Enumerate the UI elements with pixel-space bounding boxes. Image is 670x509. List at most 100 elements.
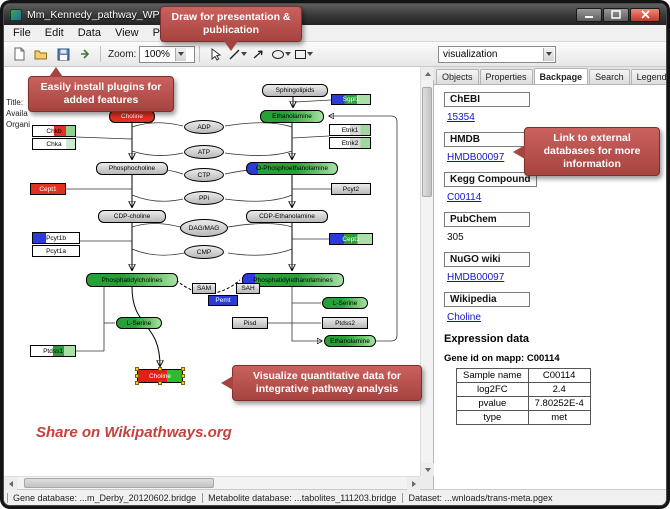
callout-plugins: Easily install plugins for added feature… xyxy=(28,66,174,113)
pathway-node-sphingolipids[interactable]: Sphingolipids xyxy=(262,84,328,97)
table-cell: C00114 xyxy=(527,368,591,383)
export-button[interactable] xyxy=(74,44,96,64)
visualization-select[interactable]: visualization xyxy=(438,45,556,63)
horizontal-scroll-thumb[interactable] xyxy=(24,478,214,488)
sidebar-tabs: Objects Properties Backpage Search Legen… xyxy=(434,67,666,85)
pathway-node-phosphatidylethanolamines[interactable]: Phosphatidylethanolamines xyxy=(242,273,344,287)
pathway-node-l-serine-right[interactable]: L-Serine xyxy=(322,297,368,309)
menu-data[interactable]: Data xyxy=(77,27,101,39)
tab-properties[interactable]: Properties xyxy=(479,69,533,84)
pathway-node-phosphatidylcholines[interactable]: Phosphatidylcholines xyxy=(86,273,178,287)
scroll-left-button[interactable] xyxy=(4,477,17,490)
backpage-section-chebi: ChEBI xyxy=(444,92,530,107)
pathway-node-adp[interactable]: ADP xyxy=(184,120,224,134)
selection-handle[interactable] xyxy=(158,367,162,371)
menu-edit[interactable]: Edit xyxy=(44,27,64,39)
visualization-dropdown[interactable] xyxy=(543,47,554,61)
pathway-node-chkb[interactable]: Chkb xyxy=(32,125,76,137)
tab-search[interactable]: Search xyxy=(589,69,630,84)
hmdb-link[interactable]: HMDB00097 xyxy=(447,152,505,163)
nugo-link[interactable]: HMDB00097 xyxy=(447,272,505,283)
pathway-node-pcyt2[interactable]: Pcyt2 xyxy=(331,183,371,195)
menu-file[interactable]: File xyxy=(13,27,31,39)
selected-node-label: Choline xyxy=(148,372,172,380)
pathway-canvas[interactable]: Title: Availa Organi xyxy=(4,67,420,476)
selection-handle[interactable] xyxy=(158,381,162,385)
selection-handle[interactable] xyxy=(181,374,185,378)
selection-handle[interactable] xyxy=(135,381,139,385)
table-cell: log2FC xyxy=(456,382,529,397)
pathway-node-cept1-right[interactable]: Cept1 xyxy=(329,233,373,245)
tab-backpage[interactable]: Backpage xyxy=(533,68,589,84)
maximize-button[interactable] xyxy=(603,7,629,22)
pathway-node-sgpl1[interactable]: Sgpl1 xyxy=(331,94,371,105)
scroll-down-button[interactable] xyxy=(421,463,434,476)
pathway-node-pcyt1b[interactable]: Pcyt1b xyxy=(32,232,80,244)
horizontal-scrollbar[interactable] xyxy=(4,476,420,490)
pathway-attributes-panel: Title: Availa Organi xyxy=(6,97,36,130)
pathway-node-cept1-left[interactable]: Cept1 xyxy=(30,183,66,195)
pathway-node-o-phosphoethanolamine[interactable]: O-Phosphoethanolamine xyxy=(246,162,338,175)
tab-legend[interactable]: Legend xyxy=(630,69,666,84)
pathway-node-cmp[interactable]: CMP xyxy=(184,245,224,259)
canvas-container: Title: Availa Organi xyxy=(4,67,434,490)
selection-handle[interactable] xyxy=(181,381,185,385)
scroll-up-button[interactable] xyxy=(421,67,434,80)
scrollbar-corner xyxy=(420,476,433,489)
selection-handle[interactable] xyxy=(181,367,185,371)
zoom-dropdown[interactable] xyxy=(174,47,186,61)
pathway-node-ptdss2[interactable]: Ptdss2 xyxy=(322,317,368,329)
pathway-node-cdp-choline[interactable]: CDP-choline xyxy=(98,210,166,223)
vertical-scrollbar[interactable] xyxy=(420,67,434,476)
minimize-button[interactable] xyxy=(576,7,602,22)
menu-view[interactable]: View xyxy=(114,27,139,39)
pathway-node-etnk1[interactable]: Etnk1 xyxy=(329,124,371,136)
pathway-node-pisd[interactable]: Pisd xyxy=(232,317,268,329)
maximize-icon xyxy=(611,10,621,19)
attr-title: Title: xyxy=(6,98,24,107)
callout-visualize: Visualize quantitative data for integrat… xyxy=(221,365,422,402)
save-button[interactable] xyxy=(52,44,74,64)
pathway-node-pemt[interactable]: Pemt xyxy=(208,295,238,306)
pathway-node-sam[interactable]: SAM xyxy=(192,283,216,294)
pathway-node-choline-selected[interactable]: Choline xyxy=(135,367,185,385)
pathway-node-sah[interactable]: SAH xyxy=(236,283,260,294)
pathway-node-pcyt1a[interactable]: Pcyt1a xyxy=(32,245,80,257)
pathway-node-l-serine-left[interactable]: L-Serine xyxy=(116,317,162,329)
vertical-scroll-thumb[interactable] xyxy=(422,87,432,197)
visualization-value: visualization xyxy=(443,48,498,60)
new-file-button[interactable] xyxy=(8,44,30,64)
pathway-node-etnk2[interactable]: Etnk2 xyxy=(329,137,371,149)
title-bar[interactable]: Mm_Kennedy_pathway_WP1771_45176.gpml xyxy=(4,4,666,25)
selection-handle[interactable] xyxy=(135,374,139,378)
close-button[interactable] xyxy=(630,7,660,22)
tab-objects[interactable]: Objects xyxy=(436,69,479,84)
pathway-node-chka[interactable]: Chka xyxy=(32,138,76,150)
scroll-right-button[interactable] xyxy=(407,477,420,490)
pathway-node-dag-mag[interactable]: DAG/MAG xyxy=(180,219,228,237)
arrow-down-icon xyxy=(424,467,431,472)
selection-handle[interactable] xyxy=(135,367,139,371)
arrow-tool-button[interactable] xyxy=(248,44,270,64)
select-tool-button[interactable] xyxy=(204,44,226,64)
pathway-node-ctp[interactable]: CTP xyxy=(184,168,224,182)
pathway-node-atp[interactable]: ATP xyxy=(184,145,224,159)
chebi-link[interactable]: 15354 xyxy=(447,112,475,123)
rect-tool-button[interactable] xyxy=(292,44,314,64)
oval-tool-button[interactable] xyxy=(270,44,292,64)
zoom-select[interactable]: 100% xyxy=(139,45,196,63)
pathway-node-ptdss1[interactable]: Ptdss1 xyxy=(30,345,76,357)
pathway-node-ethanolamine-top[interactable]: Ethanolamine xyxy=(260,110,324,123)
open-file-button[interactable] xyxy=(30,44,52,64)
pathway-node-cdp-ethanolamine[interactable]: CDP-Ethanolamine xyxy=(246,210,328,223)
status-metabolite-database: Metabolite database: ...tabolites_111203… xyxy=(202,492,402,503)
kegg-link[interactable]: C00114 xyxy=(447,192,482,203)
pathway-node-ethanolamine-right[interactable]: Ethanolamine xyxy=(324,335,376,347)
wikipedia-link[interactable]: Choline xyxy=(447,312,481,323)
table-row: Sample name C00114 xyxy=(456,368,591,383)
pathway-node-ppi[interactable]: PPi xyxy=(184,191,224,205)
backpage-section-nugo: NuGO wiki xyxy=(444,252,530,267)
pathway-node-phosphocholine[interactable]: Phosphocholine xyxy=(96,162,168,175)
backpage-section-wikipedia: Wikipedia xyxy=(444,292,530,307)
